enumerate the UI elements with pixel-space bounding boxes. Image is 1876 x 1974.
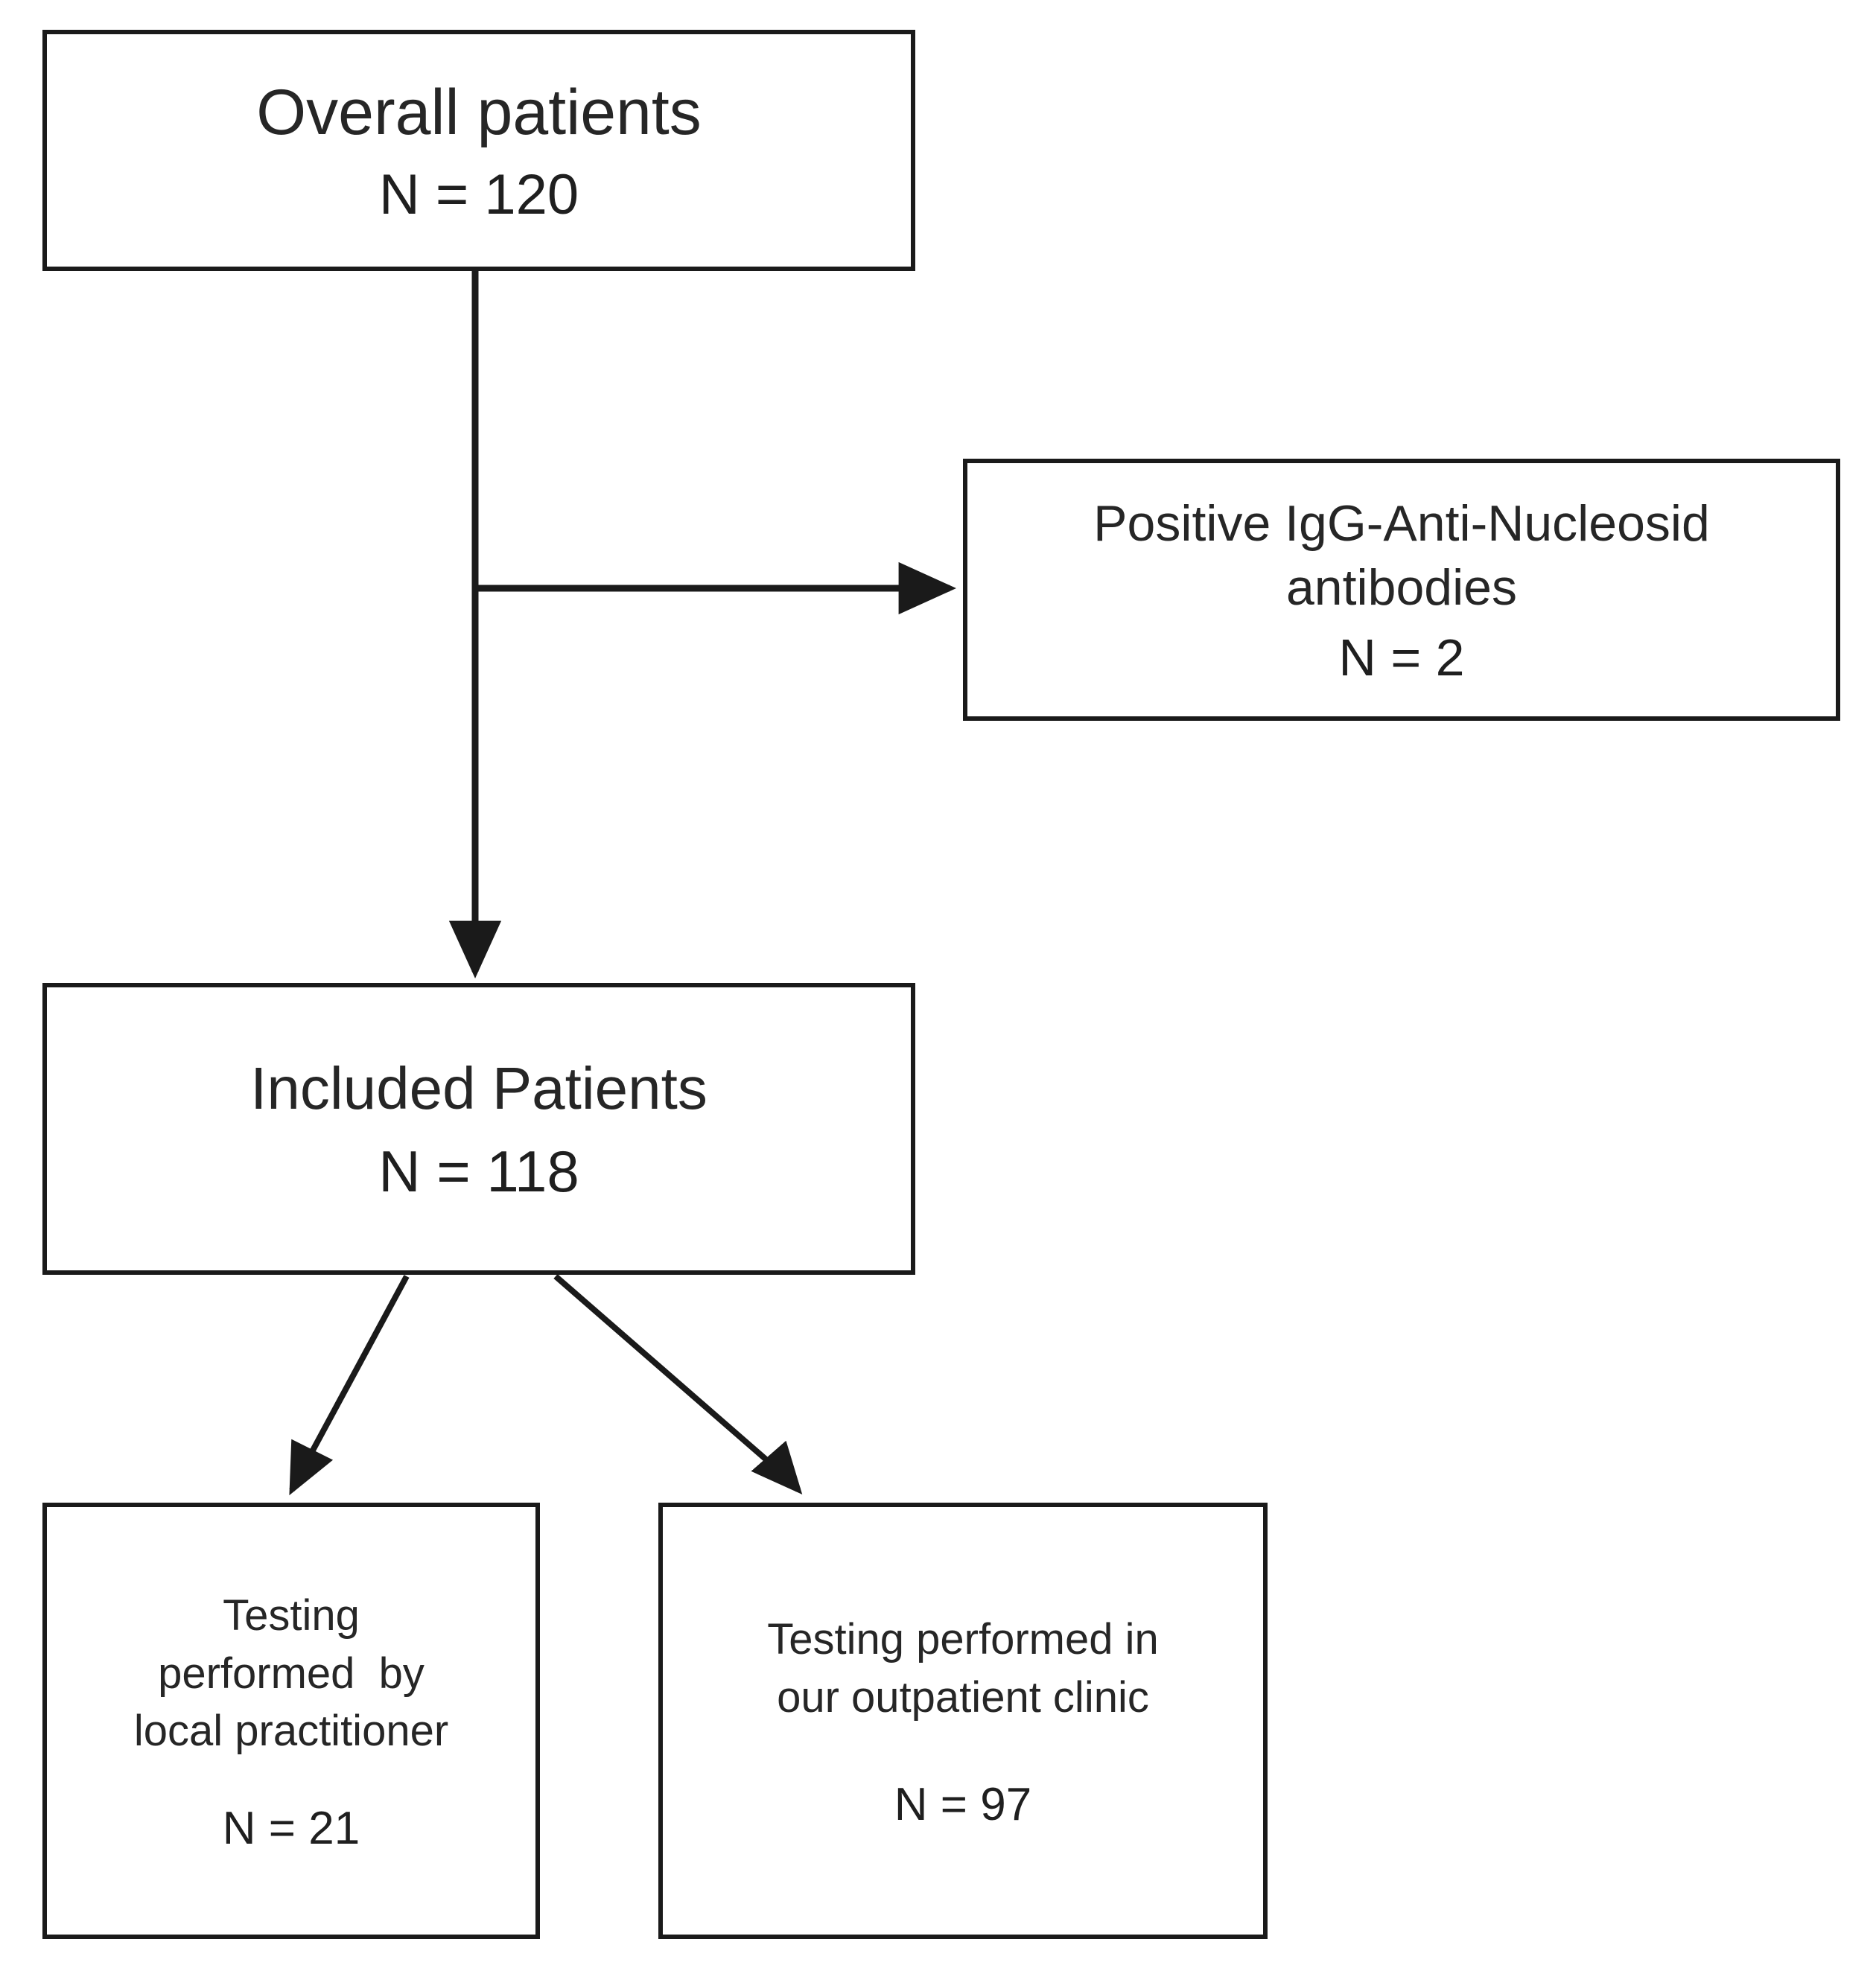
node-included-patients-title: Included Patients: [250, 1054, 708, 1121]
node-included-patients: Included Patients N = 118: [42, 983, 915, 1275]
node-included-patients-count: N = 118: [378, 1139, 579, 1205]
edge-included-to-local: [289, 1275, 410, 1496]
node-positive-igg-antibodies-count: N = 2: [1338, 628, 1465, 687]
node-testing-outpatient-clinic-count: N = 97: [894, 1779, 1032, 1831]
node-positive-igg-antibodies-title: Positive IgG-Anti-Nucleosid antibodies: [1093, 495, 1710, 616]
node-positive-igg-antibodies: Positive IgG-Anti-Nucleosid antibodies N…: [963, 459, 1840, 721]
node-testing-local-practitioner-title: Testing performed by local practitioner: [133, 1591, 449, 1756]
node-testing-outpatient-clinic-title: Testing performed in our outpatient clin…: [767, 1614, 1159, 1722]
edge-included-to-outpatient: [553, 1273, 803, 1495]
node-testing-local-practitioner-count: N = 21: [222, 1803, 360, 1855]
node-testing-outpatient-clinic: Testing performed in our outpatient clin…: [658, 1503, 1268, 1939]
node-testing-local-practitioner: Testing performed by local practitioner …: [42, 1503, 540, 1939]
node-overall-patients-count: N = 120: [378, 162, 579, 226]
node-overall-patients-title: Overall patients: [256, 77, 702, 149]
node-overall-patients: Overall patients N = 120: [42, 30, 915, 271]
